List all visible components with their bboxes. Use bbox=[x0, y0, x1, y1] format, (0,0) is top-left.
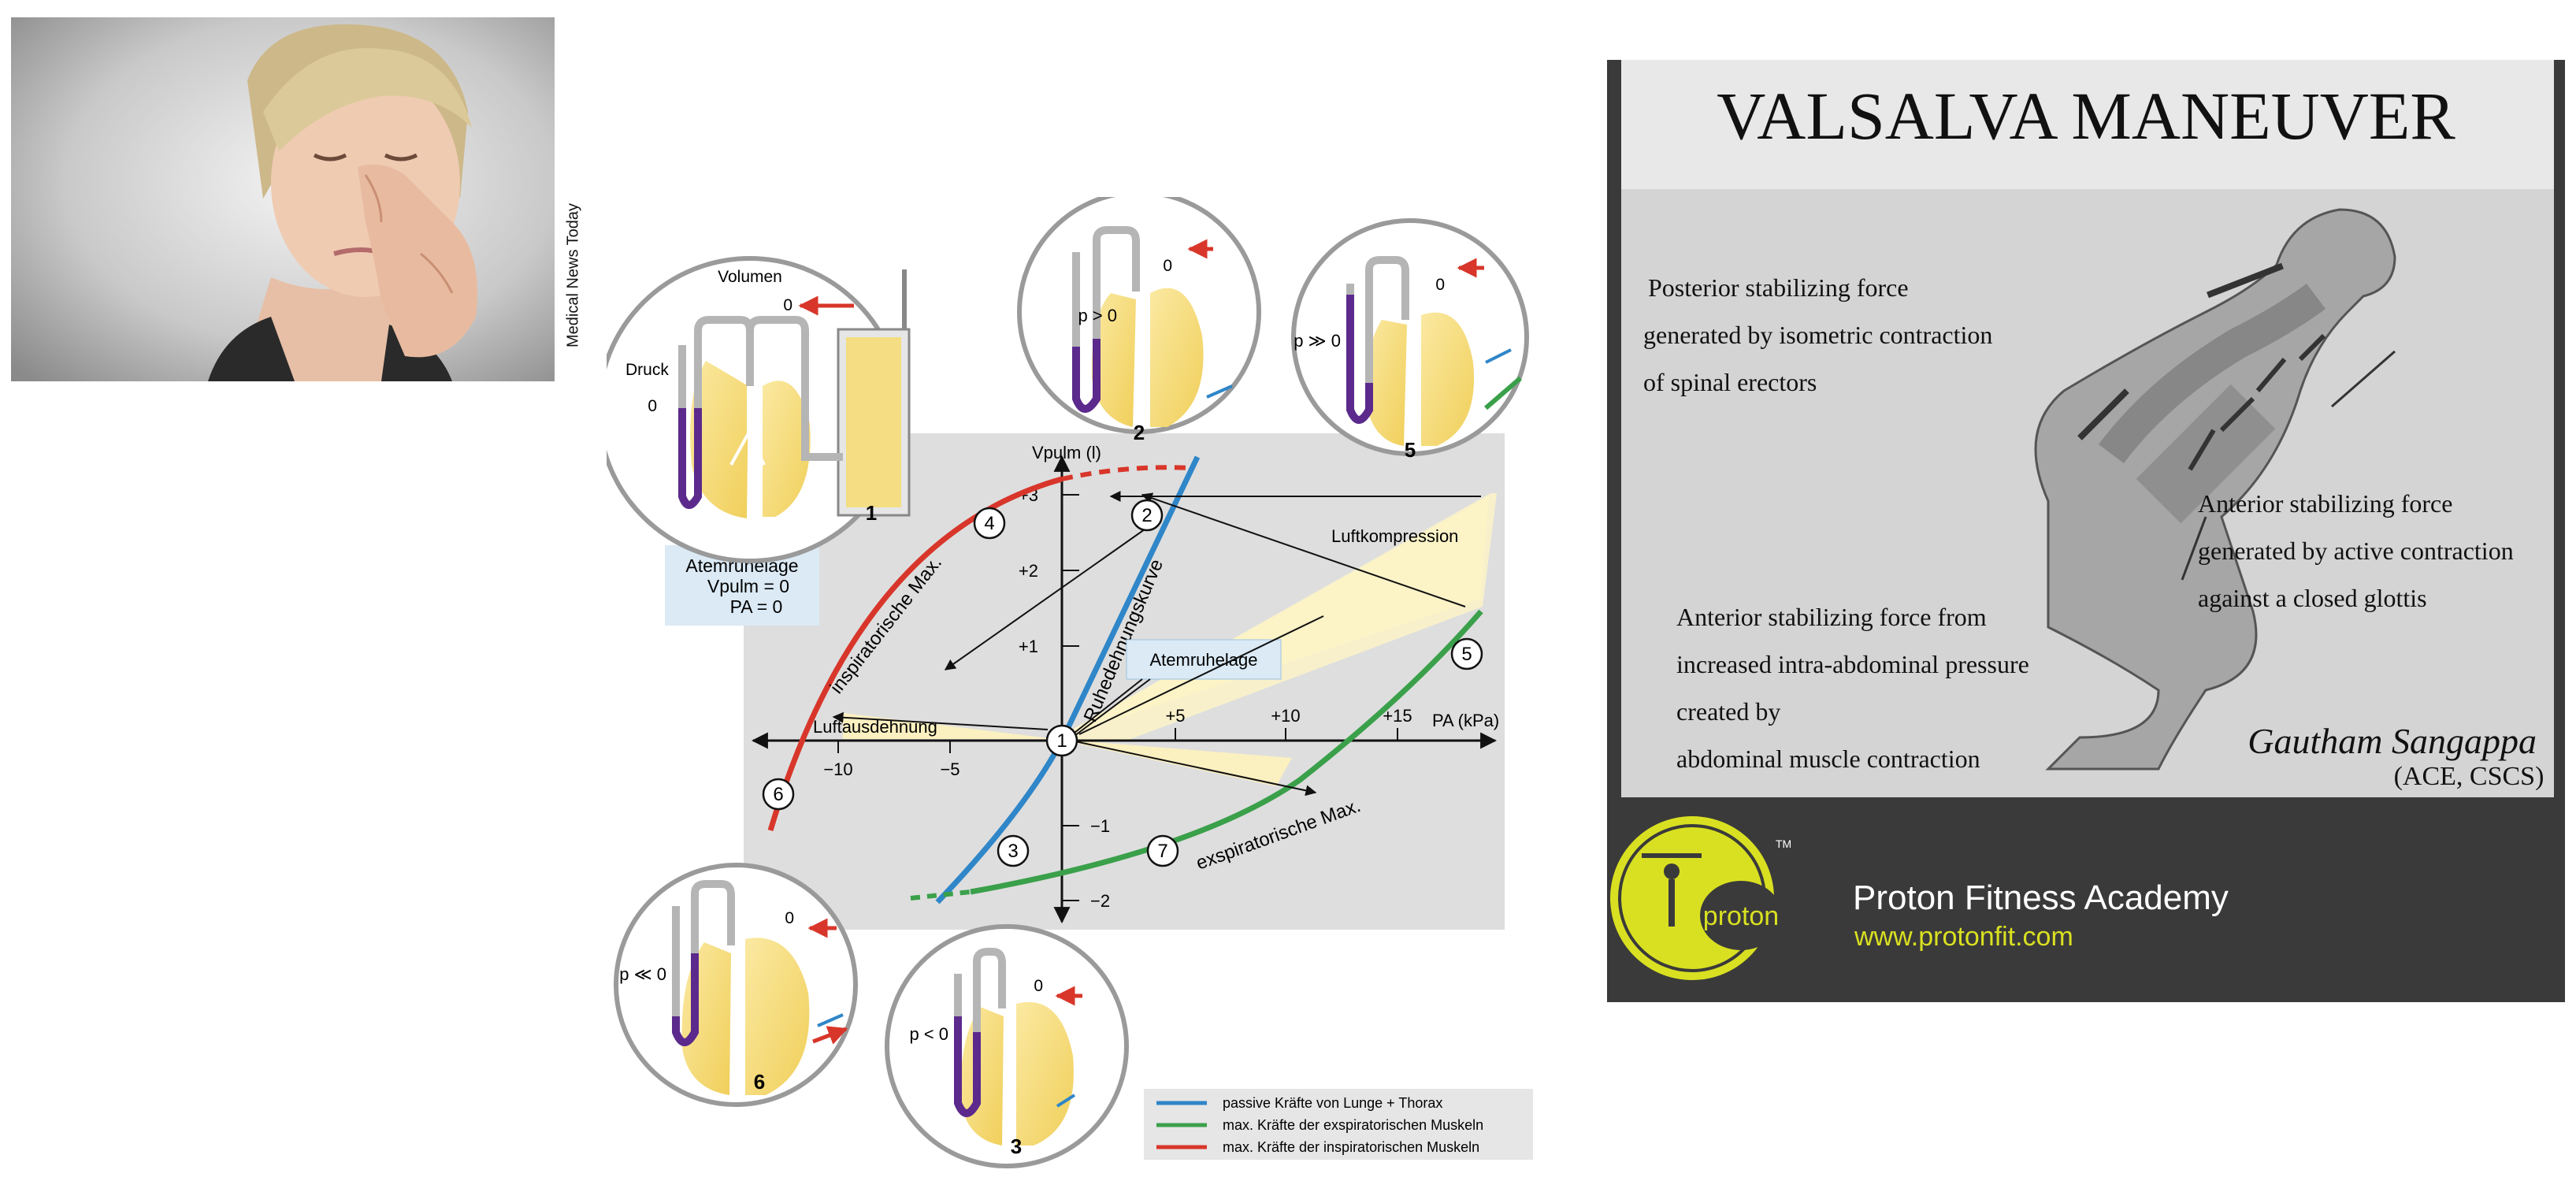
c1-pressure-zero: 0 bbox=[648, 397, 657, 415]
x-tick-label: +10 bbox=[1271, 706, 1300, 726]
x-tick-label: −10 bbox=[823, 759, 852, 779]
x-tick-label: +5 bbox=[1165, 706, 1185, 726]
c1-pressure-label: Druck bbox=[625, 361, 669, 379]
point-7-label: 7 bbox=[1157, 841, 1167, 862]
lung-model-3: p < 0 0 3 bbox=[885, 924, 1129, 1168]
point-markers: 1 2 3 4 5 6 7 bbox=[762, 499, 1483, 867]
c5-zero: 0 bbox=[1435, 276, 1445, 294]
c2-pressure-label: p > 0 bbox=[1078, 306, 1117, 325]
photo-credit: Medical News Today bbox=[558, 181, 589, 370]
posterior-force-text: Posterior stabilizing force generated by… bbox=[1643, 273, 1992, 396]
lung-model-6: p ≪ 0 0 6 bbox=[614, 863, 858, 1107]
c1-volume-zero: 0 bbox=[783, 296, 792, 314]
point-4-label: 4 bbox=[984, 513, 994, 534]
anterior-active-line-3: against a closed glottis bbox=[2198, 584, 2427, 612]
photo-credit-text: Medical News Today bbox=[564, 202, 582, 348]
squat-figure bbox=[2034, 208, 2396, 771]
rest-callout-box bbox=[1126, 639, 1282, 680]
point-2-label: 2 bbox=[1141, 505, 1152, 526]
rest-state-volume: Vpulm = 0 bbox=[707, 576, 789, 596]
c3-zero: 0 bbox=[1034, 977, 1043, 995]
c5-number: 5 bbox=[1405, 438, 1416, 462]
point-3-label: 3 bbox=[1008, 841, 1018, 862]
posterior-line-1: Posterior stabilizing force bbox=[1648, 273, 1909, 302]
posterior-line-3: of spinal erectors bbox=[1643, 368, 1817, 396]
rest-callout-text: Atemruhelage bbox=[1150, 650, 1258, 670]
anterior-abdominal-line-1: Anterior stabilizing force from bbox=[1676, 603, 1987, 631]
c2-zero: 0 bbox=[1163, 257, 1172, 275]
inspiratory-max-curve bbox=[767, 476, 1063, 832]
compression-label: Luftkompression bbox=[1331, 526, 1458, 546]
c1-number: 1 bbox=[866, 501, 877, 525]
lung-model-2: p > 0 0 2 bbox=[1017, 190, 1261, 444]
valsalva-canvas: VALSALVA MANEUVER Posterior stabilizing … bbox=[1607, 60, 2565, 1002]
c2-number: 2 bbox=[1134, 421, 1145, 444]
rest-state-pressure: PA = 0 bbox=[730, 596, 783, 617]
anterior-active-line-1: Anterior stabilizing force bbox=[2198, 489, 2452, 518]
x-axis-label: PA (kPa) bbox=[1432, 711, 1499, 730]
y-axis-label: Vpulm (l) bbox=[1032, 443, 1101, 462]
c3-pressure-label: p < 0 bbox=[909, 1024, 948, 1044]
diagram-canvas: +3 +2 +1 −1 −2 −10 −5 +5 +10 +15 Vpulm (… bbox=[596, 190, 1533, 1168]
point-6-label: 6 bbox=[773, 784, 783, 805]
valsalva-title: VALSALVA MANEUVER bbox=[1717, 78, 2455, 154]
c1-volume-label: Volumen bbox=[718, 268, 782, 286]
legend-inspiratory: max. Kräfte der inspiratorischen Muskeln bbox=[1223, 1139, 1479, 1155]
expiratory-max-curve bbox=[970, 609, 1483, 895]
person-photo-illustration bbox=[11, 17, 555, 381]
y-tick-label: +1 bbox=[1019, 637, 1038, 656]
x-tick-label: −5 bbox=[940, 759, 960, 779]
point-5-label: 5 bbox=[1461, 644, 1472, 665]
point-1-label: 1 bbox=[1056, 730, 1067, 752]
anterior-abdominal-text: Anterior stabilizing force from increase… bbox=[1676, 603, 2029, 773]
respiratory-pressure-diagram: +3 +2 +1 −1 −2 −10 −5 +5 +10 +15 Vpulm (… bbox=[596, 190, 1552, 1177]
author-credentials: (ACE, CSCS) bbox=[2394, 762, 2544, 791]
c3-number: 3 bbox=[1011, 1135, 1022, 1158]
y-tick-label: +2 bbox=[1019, 561, 1038, 581]
anterior-active-line-2: generated by active contraction bbox=[2198, 537, 2514, 565]
brand-name: Proton Fitness Academy bbox=[1853, 878, 2229, 917]
x-ticks: −10 −5 +5 +10 +15 bbox=[823, 706, 1412, 779]
y-tick-label: −2 bbox=[1090, 891, 1110, 911]
c6-number: 6 bbox=[754, 1070, 765, 1094]
legend-expiratory: max. Kräfte der exspiratorischen Muskeln bbox=[1223, 1117, 1483, 1133]
legend: passive Kräfte von Lunge + Thorax max. K… bbox=[1144, 1089, 1533, 1160]
c6-pressure-label: p ≪ 0 bbox=[619, 964, 666, 984]
c5-pressure-label: p ≫ 0 bbox=[1294, 331, 1341, 351]
y-tick-label: −1 bbox=[1090, 816, 1110, 836]
c6-zero: 0 bbox=[785, 909, 794, 927]
proton-logo-text: proton bbox=[1703, 901, 1779, 931]
anterior-abdominal-line-2: increased intra-abdominal pressure bbox=[1676, 650, 2029, 678]
posterior-line-2: generated by isometric contraction bbox=[1643, 321, 1992, 349]
trademark: TM bbox=[1776, 837, 1791, 850]
anterior-active-text: Anterior stabilizing force generated by … bbox=[2198, 489, 2514, 612]
anterior-abdominal-line-4: abdominal muscle contraction bbox=[1676, 745, 1980, 773]
brand-footer: proton TM Proton Fitness Academy www.pro… bbox=[1610, 816, 2229, 980]
legend-passive: passive Kräfte von Lunge + Thorax bbox=[1223, 1095, 1442, 1111]
valsalva-poster: VALSALVA MANEUVER Posterior stabilizing … bbox=[1607, 60, 2565, 1002]
brand-url: www.protonfit.com bbox=[1854, 922, 2073, 952]
lung-model-1: Volumen Druck 0 0 1 bbox=[596, 256, 911, 563]
author-signature: Gautham Sangappa bbox=[2248, 721, 2537, 761]
person-photo bbox=[11, 17, 555, 381]
anterior-abdominal-line-3: created by bbox=[1676, 697, 1780, 726]
lung-model-5: p ≫ 0 0 5 bbox=[1291, 218, 1529, 462]
